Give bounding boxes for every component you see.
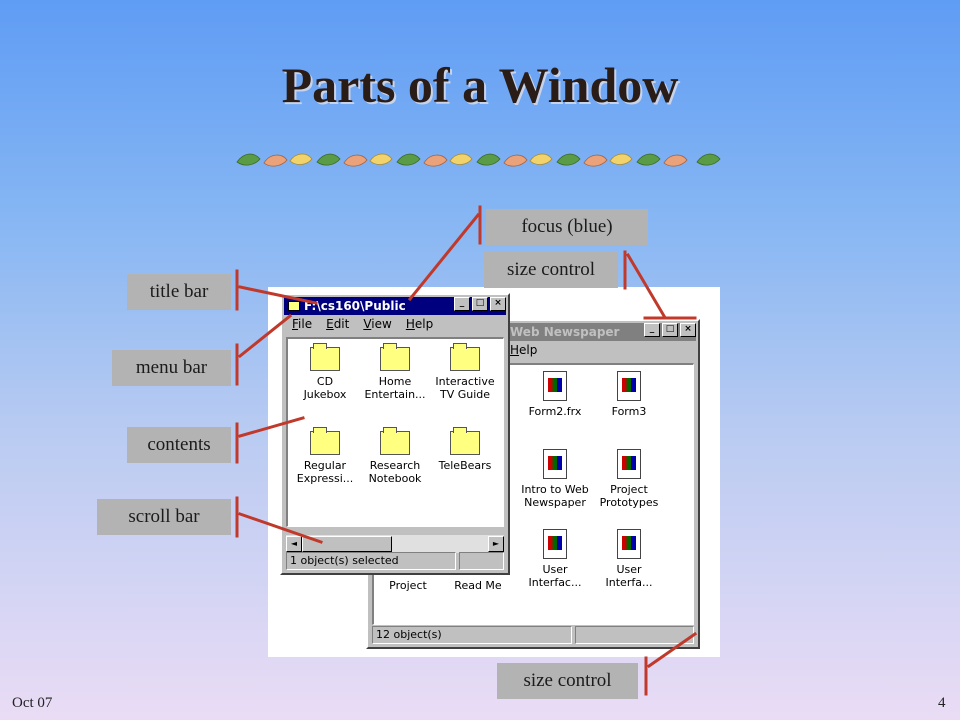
scroll-left-button[interactable]: ◄ [286, 536, 302, 552]
windows-screenshot: Web Newspaper _ □ × Help Form2.frx Form3… [268, 287, 720, 657]
label-menu-bar: menu bar [112, 350, 231, 386]
maximize-button[interactable]: □ [662, 323, 678, 337]
folder-icon [380, 427, 410, 455]
menu-help[interactable]: Help [405, 317, 434, 331]
file-item[interactable]: User Interfac... [520, 529, 590, 589]
maximize-button[interactable]: □ [472, 297, 488, 311]
file-item-partial[interactable]: Project [376, 579, 440, 592]
file-item[interactable]: User Interfa... [594, 529, 664, 589]
document-icon [543, 529, 567, 559]
front-window-title-bar[interactable]: F:\cs160\Public [284, 297, 506, 315]
back-window-size-controls: _ □ × [644, 323, 696, 337]
back-window-status-bar: 12 object(s) [372, 626, 694, 644]
label-size-control-bottom: size control [497, 663, 638, 699]
file-item-label: Project Prototypes [599, 483, 659, 509]
front-window-status-bar: 1 object(s) selected [286, 552, 504, 570]
file-item[interactable]: Project Prototypes [594, 449, 664, 509]
file-item-label: Form2.frx [528, 405, 582, 418]
folder-icon [310, 343, 340, 371]
folder-icon [450, 427, 480, 455]
front-window-size-controls: _ □ × [454, 297, 506, 311]
file-item[interactable]: Intro to Web Newspaper [520, 449, 590, 509]
folder-item-label: Regular Expressi... [296, 459, 354, 485]
front-window-title: F:\cs160\Public [304, 299, 406, 313]
folder-item[interactable]: Home Entertain... [360, 343, 430, 401]
back-window-title: Web Newspaper [510, 325, 620, 339]
folder-item-label: CD Jukebox [303, 375, 347, 401]
folder-item[interactable]: Regular Expressi... [290, 427, 360, 485]
horizontal-scroll-bar[interactable]: ◄ ► [286, 535, 504, 553]
folder-icon [310, 427, 340, 455]
folder-item-label: TeleBears [438, 459, 492, 472]
minimize-button[interactable]: _ [454, 297, 470, 311]
status-text: 12 object(s) [372, 626, 572, 644]
file-item-label: Intro to Web Newspaper [521, 483, 589, 509]
menu-file[interactable]: File [292, 317, 313, 331]
folder-item[interactable]: TeleBears [430, 427, 500, 472]
menu-edit[interactable]: Edit [326, 317, 350, 331]
close-button[interactable]: × [490, 297, 506, 311]
word-document-icon [617, 449, 641, 479]
folder-icon [380, 343, 410, 371]
back-window-menu-bar: Help [504, 343, 537, 361]
shortcut-document-icon [617, 529, 641, 559]
folder-item-label: Home Entertain... [364, 375, 426, 401]
front-window[interactable]: F:\cs160\Public _ □ × File Edit View Hel… [280, 293, 510, 575]
label-scroll-bar: scroll bar [97, 499, 231, 535]
front-window-menu-bar: File Edit View Help [286, 317, 433, 335]
file-item-label: Project [389, 579, 427, 592]
file-item-label: Form3 [611, 405, 647, 418]
folder-item-label: Research Notebook [368, 459, 422, 485]
form-file-icon [543, 371, 567, 401]
form-file-icon [617, 371, 641, 401]
front-window-contents: CD Jukebox Home Entertain... Interactive… [286, 337, 504, 527]
file-item-label: User Interfa... [605, 563, 653, 589]
file-item-label: User Interfac... [528, 563, 582, 589]
menu-help[interactable]: Help [510, 343, 538, 357]
menu-view[interactable]: View [363, 317, 392, 331]
status-cell-empty [575, 626, 694, 644]
status-text: 1 object(s) selected [286, 552, 456, 570]
label-contents: contents [127, 427, 231, 463]
label-title-bar: title bar [127, 274, 231, 310]
page-number: 4 [938, 695, 946, 711]
label-focus: focus (blue) [486, 209, 648, 245]
leaf-divider-icon [236, 153, 721, 167]
folder-icon [450, 343, 480, 371]
folder-item[interactable]: Interactive TV Guide [430, 343, 500, 401]
file-item[interactable]: Form3 [594, 371, 664, 418]
status-cell-empty [459, 552, 504, 570]
label-size-control-top: size control [484, 252, 618, 288]
scroll-thumb[interactable] [302, 536, 392, 552]
minimize-button[interactable]: _ [644, 323, 660, 337]
slide-title: Parts of a Window [281, 57, 679, 113]
file-item-label: Read Me [454, 579, 502, 592]
file-item-partial[interactable]: Read Me [446, 579, 510, 592]
folder-item-label: Interactive TV Guide [435, 375, 495, 401]
footer-date: Oct 07 [12, 695, 53, 711]
file-item[interactable]: Form2.frx [520, 371, 590, 418]
folder-item[interactable]: Research Notebook [360, 427, 430, 485]
close-button[interactable]: × [680, 323, 696, 337]
document-icon [543, 449, 567, 479]
folder-icon [288, 301, 300, 311]
scroll-right-button[interactable]: ► [488, 536, 504, 552]
folder-item[interactable]: CD Jukebox [290, 343, 360, 401]
